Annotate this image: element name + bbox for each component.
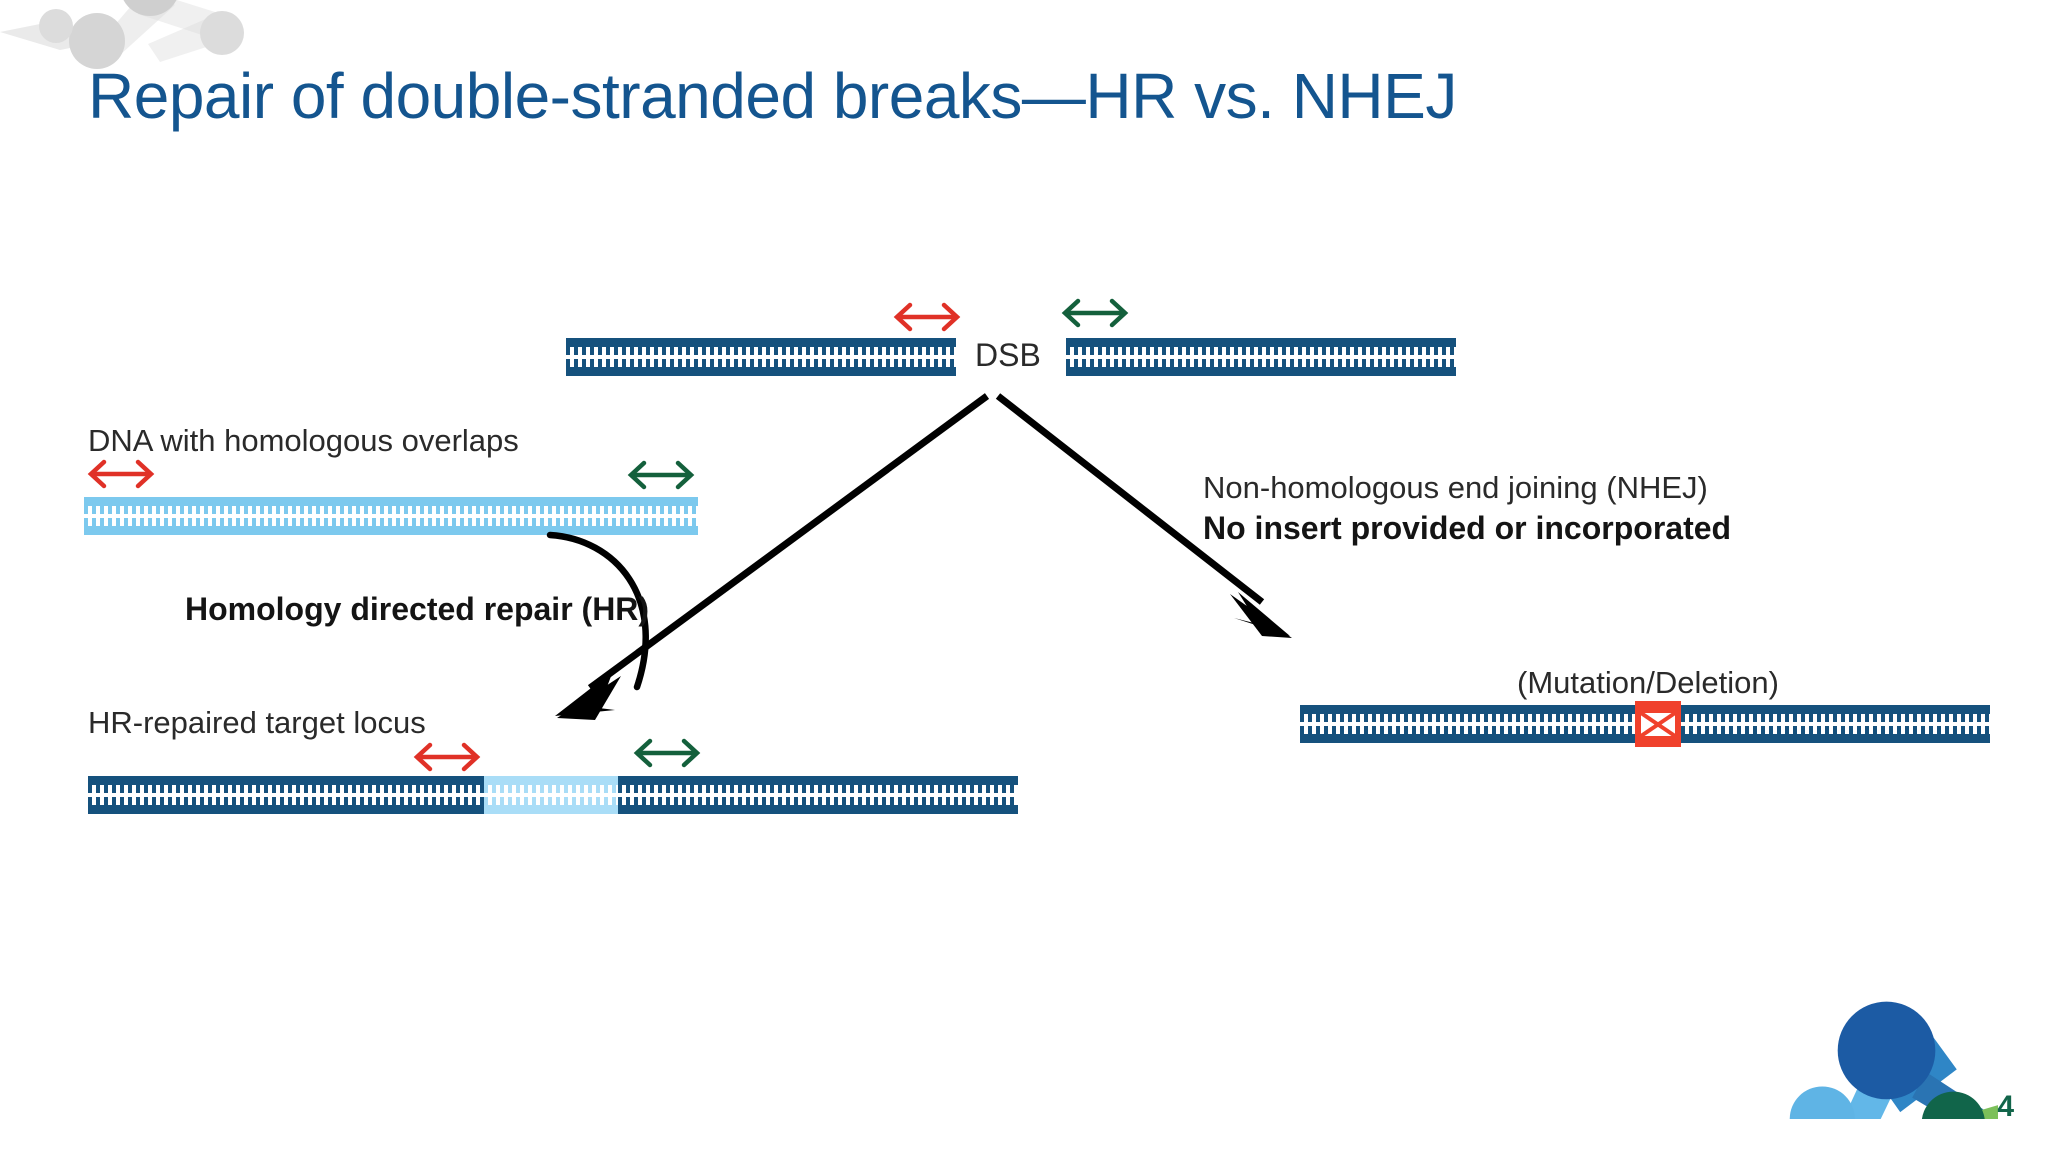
- dsb-label: DSB: [975, 337, 1041, 373]
- dna-segment-sky-blue: [84, 497, 698, 535]
- dsb-right-fragment: [1066, 338, 1456, 376]
- nhej-detail-label: No insert provided or incorporated: [1203, 510, 1732, 546]
- page-title: Repair of double-stranded breaks—HR vs. …: [88, 60, 1457, 132]
- right-homology-arm-arrow-dsb: [1061, 298, 1129, 328]
- left-homology-arm-arrow-donor: [87, 459, 155, 489]
- dna-segment-navy: [1066, 338, 1456, 376]
- svg-text:IDT: IDT: [1806, 1111, 1986, 1119]
- mutation-x-icon: [1635, 701, 1681, 747]
- dna-segment-navy-left: [1300, 705, 1635, 743]
- hr-repaired-locus-strand: [88, 776, 1018, 814]
- slide-number: 4: [1997, 1090, 2014, 1123]
- donor-dna-label: DNA with homologous overlaps: [88, 423, 519, 458]
- left-homology-arm-arrow-dsb: [893, 302, 961, 332]
- dna-segment-navy-left: [88, 776, 484, 814]
- dna-segment-navy: [566, 338, 956, 376]
- nhej-repaired-locus-strand: [1300, 701, 1990, 747]
- left-homology-arm-arrow-hr-result: [413, 742, 481, 772]
- diagonal-arrow-down-left-icon: [555, 393, 990, 720]
- dsb-left-fragment: [566, 338, 956, 376]
- donor-dna-strand: [84, 497, 698, 535]
- dna-segment-inserted-donor: [484, 776, 618, 814]
- nhej-result-label: (Mutation/Deletion): [1517, 665, 1779, 700]
- right-homology-arm-arrow-hr-result: [633, 738, 701, 768]
- right-homology-arm-arrow-donor: [627, 460, 695, 490]
- nhej-pathway-label: Non-homologous end joining (NHEJ): [1203, 470, 1708, 505]
- idt-logo-icon: IDT ®: [1789, 1001, 1998, 1119]
- dna-segment-navy-right: [1681, 705, 1990, 743]
- hr-pathway-label: Homology directed repair (HR): [185, 591, 650, 627]
- dna-segment-navy-right: [618, 776, 1018, 814]
- hr-result-label: HR-repaired target locus: [88, 705, 426, 740]
